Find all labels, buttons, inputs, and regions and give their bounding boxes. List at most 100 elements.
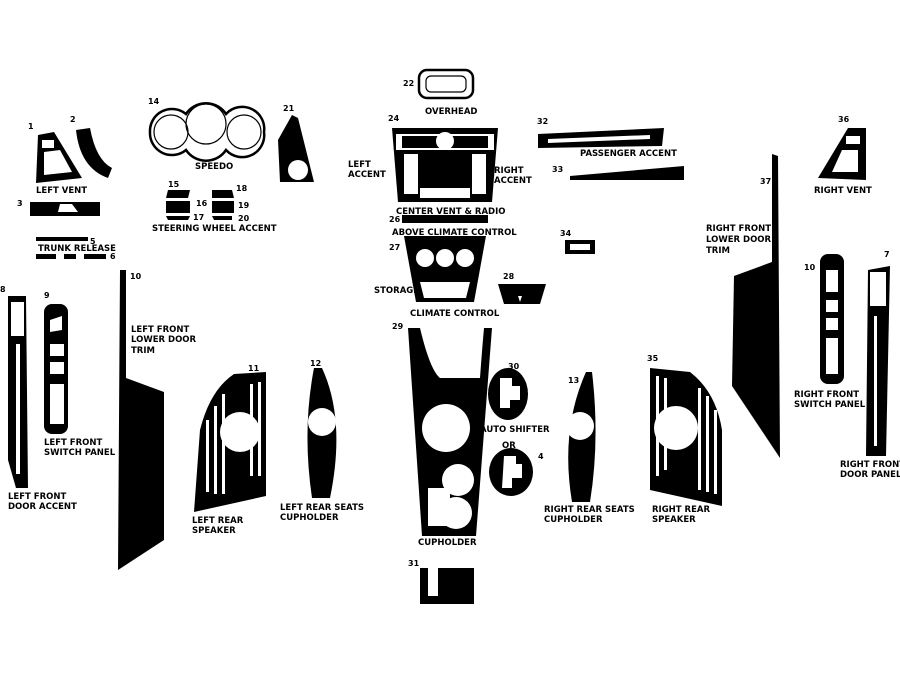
label-left-front-door-accent-2: DOOR ACCENT bbox=[8, 502, 77, 512]
label-steering-wheel-accent: STEERING WHEEL ACCENT bbox=[152, 224, 277, 234]
num-33: 33 bbox=[552, 165, 563, 174]
part-right-rear-seats-cupholder bbox=[566, 372, 596, 502]
num-6: 6 bbox=[110, 252, 116, 261]
label-center-vent-radio: CENTER VENT & RADIO bbox=[396, 207, 505, 217]
part-overhead bbox=[417, 68, 475, 100]
num-19: 19 bbox=[238, 201, 250, 210]
num-32: 32 bbox=[537, 117, 548, 126]
part-left-front-switch-panel bbox=[44, 304, 68, 434]
num-29: 29 bbox=[392, 322, 404, 331]
num-13: 13 bbox=[568, 376, 579, 385]
part-left-front-lower-door-trim bbox=[118, 270, 164, 570]
label-right-rear-seats-cupholder-2: CUPHOLDER bbox=[544, 515, 603, 525]
label-speedo: SPEEDO bbox=[195, 162, 233, 172]
num-15: 15 bbox=[168, 180, 180, 189]
num-10-left: 10 bbox=[130, 272, 142, 281]
label-left-rear-speaker-1: LEFT REAR bbox=[192, 516, 244, 526]
num-25: 25 bbox=[455, 166, 467, 175]
num-8: 8 bbox=[0, 285, 6, 294]
label-right-rear-speaker-1: RIGHT REAR bbox=[652, 505, 710, 515]
part-speedo bbox=[148, 102, 266, 162]
part-34 bbox=[565, 240, 595, 254]
label-left-rear-seats-cupholder-2: CUPHOLDER bbox=[280, 513, 339, 523]
label-right-rear-seats-cupholder-1: RIGHT REAR SEATS bbox=[544, 505, 635, 515]
part-above-climate-control bbox=[402, 215, 488, 223]
part-2 bbox=[76, 128, 112, 178]
part-center-vent-radio bbox=[392, 128, 498, 202]
label-storage: STORAGE bbox=[374, 286, 419, 296]
num-24: 24 bbox=[388, 114, 400, 123]
num-22: 22 bbox=[403, 79, 414, 88]
part-left-vent bbox=[36, 132, 82, 183]
label-trunk-release: TRUNK RELEASE bbox=[38, 244, 116, 254]
part-left-rear-speaker bbox=[194, 372, 266, 512]
label-auto-shifter: AUTO SHIFTER bbox=[480, 425, 550, 435]
part-31 bbox=[420, 568, 474, 604]
part-right-front-lower-door-trim bbox=[732, 154, 780, 458]
num-28: 28 bbox=[503, 272, 515, 281]
part-climate-control bbox=[404, 236, 486, 302]
label-left-front-lower-door-trim-2: LOWER DOOR bbox=[131, 335, 197, 345]
label-right-front-switch-panel-2: SWITCH PANEL bbox=[794, 400, 866, 410]
label-left-accent-2: ACCENT bbox=[348, 170, 386, 180]
part-right-front-switch-panel bbox=[820, 254, 844, 384]
num-26: 26 bbox=[389, 215, 401, 224]
num-35: 35 bbox=[647, 354, 659, 363]
part-right-rear-speaker bbox=[650, 368, 722, 506]
label-left-front-door-accent-1: LEFT FRONT bbox=[8, 492, 66, 502]
label-right-front-lower-door-trim-2: LOWER DOOR bbox=[706, 235, 772, 245]
label-right-rear-speaker-2: SPEAKER bbox=[652, 515, 696, 525]
num-4: 4 bbox=[538, 452, 544, 461]
label-passenger-accent: PASSENGER ACCENT bbox=[580, 149, 677, 159]
label-right-vent: RIGHT VENT bbox=[814, 186, 872, 196]
num-5: 5 bbox=[90, 237, 96, 246]
label-right-accent-2: ACCENT bbox=[494, 176, 532, 186]
part-trunk-release bbox=[36, 237, 106, 259]
part-left-front-door-accent bbox=[8, 296, 28, 488]
num-17: 17 bbox=[193, 213, 204, 222]
num-7: 7 bbox=[884, 250, 890, 259]
part-steering-wheel-accent bbox=[166, 190, 234, 220]
label-right-front-lower-door-trim-3: TRIM bbox=[706, 246, 730, 256]
part-right-vent bbox=[818, 128, 866, 180]
label-left-front-switch-panel-2: SWITCH PANEL bbox=[44, 448, 116, 458]
part-33 bbox=[570, 166, 684, 180]
label-right-front-door-panel-1: RIGHT FRONT bbox=[840, 460, 900, 470]
part-left-rear-seats-cupholder bbox=[307, 368, 337, 498]
label-left-rear-speaker-2: SPEAKER bbox=[192, 526, 236, 536]
label-right-front-lower-door-trim-1: RIGHT FRONT bbox=[706, 224, 771, 234]
num-36: 36 bbox=[838, 115, 850, 124]
label-left-rear-seats-cupholder-1: LEFT REAR SEATS bbox=[280, 503, 364, 513]
num-34: 34 bbox=[560, 229, 572, 238]
part-3 bbox=[30, 202, 100, 216]
label-right-accent-1: RIGHT bbox=[494, 166, 524, 176]
num-9: 9 bbox=[44, 291, 50, 300]
label-left-front-lower-door-trim-1: LEFT FRONT bbox=[131, 325, 189, 335]
label-cupholder: CUPHOLDER bbox=[418, 538, 477, 548]
part-21 bbox=[278, 115, 314, 182]
label-left-accent-1: LEFT bbox=[348, 160, 371, 170]
part-right-front-door-panel bbox=[866, 266, 890, 456]
label-or: OR bbox=[502, 441, 516, 451]
num-1: 1 bbox=[28, 122, 34, 131]
num-2: 2 bbox=[70, 115, 76, 124]
part-28 bbox=[498, 284, 546, 304]
label-right-front-door-panel-2: DOOR PANEL bbox=[840, 470, 900, 480]
part-auto-shifter bbox=[488, 368, 528, 420]
label-left-front-lower-door-trim-3: TRIM bbox=[131, 346, 155, 356]
num-3: 3 bbox=[17, 199, 23, 208]
label-climate-control: CLIMATE CONTROL bbox=[410, 309, 500, 319]
num-12: 12 bbox=[310, 359, 321, 368]
num-20: 20 bbox=[238, 214, 250, 223]
num-18: 18 bbox=[236, 184, 248, 193]
num-27: 27 bbox=[389, 243, 400, 252]
part-console-cupholder bbox=[408, 328, 492, 536]
label-above-climate-control: ABOVE CLIMATE CONTROL bbox=[392, 228, 517, 238]
label-right-front-switch-panel-1: RIGHT FRONT bbox=[794, 390, 859, 400]
num-11: 11 bbox=[248, 364, 260, 373]
part-passenger-accent bbox=[538, 128, 664, 148]
num-30: 30 bbox=[508, 362, 520, 371]
num-16: 16 bbox=[196, 199, 208, 208]
part-4 bbox=[489, 448, 533, 496]
num-31: 31 bbox=[408, 559, 420, 568]
